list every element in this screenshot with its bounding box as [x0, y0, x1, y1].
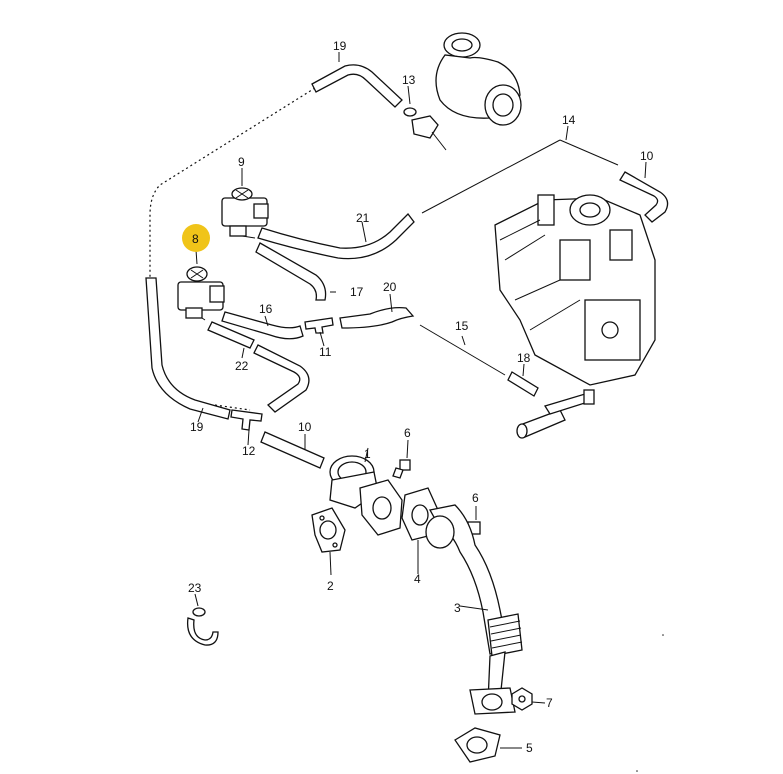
hose-16	[221, 311, 304, 340]
part-label-15[interactable]: 15	[455, 319, 469, 333]
nut-7	[511, 687, 533, 711]
hose-20	[339, 306, 415, 329]
hose-17	[255, 242, 327, 301]
injection-pump	[494, 194, 656, 386]
part-label-16[interactable]: 16	[259, 302, 273, 316]
part-label-23[interactable]: 23	[188, 581, 202, 595]
part-label-5[interactable]: 5	[526, 741, 533, 755]
part-label-10[interactable]: 10	[640, 149, 654, 163]
part-label-2[interactable]: 2	[327, 579, 334, 593]
hose-10-lower	[260, 431, 325, 469]
vacuum-fitting-13	[403, 107, 447, 151]
part-label-22[interactable]: 22	[235, 359, 249, 373]
t-connector-11	[304, 317, 334, 334]
hose-22	[207, 321, 255, 349]
t-connector-12	[230, 409, 263, 431]
egr-pipe-3	[425, 504, 523, 715]
solenoid-valve-8	[177, 266, 225, 319]
part-label-1[interactable]: 1	[364, 447, 371, 461]
part-label-11[interactable]: 11	[319, 345, 332, 359]
flange-1	[359, 479, 403, 536]
clamp-23	[186, 607, 219, 646]
pipe-fitting	[516, 389, 595, 439]
hose-10-upper	[619, 171, 669, 223]
part-label-9[interactable]: 9	[238, 155, 245, 169]
hose-22-lower	[253, 344, 310, 413]
part-label-12[interactable]: 12	[242, 444, 256, 458]
hose-19-top	[311, 64, 403, 108]
part-label-6[interactable]: 6	[472, 491, 479, 505]
part-label-17[interactable]: 17	[350, 285, 364, 299]
part-label-13[interactable]: 13	[402, 73, 416, 87]
part-label-19[interactable]: 19	[190, 420, 204, 434]
part-label-3[interactable]: 3	[454, 601, 461, 615]
part-label-10[interactable]: 10	[298, 420, 312, 434]
part-label-14[interactable]: 14	[562, 113, 576, 127]
part-label-21[interactable]: 21	[356, 211, 370, 225]
part-label-19[interactable]: 19	[333, 39, 347, 53]
part-label-20[interactable]: 20	[383, 280, 397, 294]
part-label-4[interactable]: 4	[414, 572, 421, 586]
gasket-2	[311, 507, 346, 553]
turbocharger	[435, 32, 522, 126]
part-label-7[interactable]: 7	[546, 696, 553, 710]
bolt-6-upper	[392, 459, 411, 479]
gasket-5	[454, 727, 501, 763]
part-label-6[interactable]: 6	[404, 426, 411, 440]
hose-21	[257, 213, 415, 260]
solenoid-valve-9	[221, 187, 269, 237]
highlight-badge	[182, 224, 210, 252]
part-label-18[interactable]: 18	[517, 351, 531, 365]
hose-18	[507, 371, 539, 397]
hose-19-left	[145, 277, 231, 420]
part-label-8[interactable]: 8	[192, 232, 199, 246]
